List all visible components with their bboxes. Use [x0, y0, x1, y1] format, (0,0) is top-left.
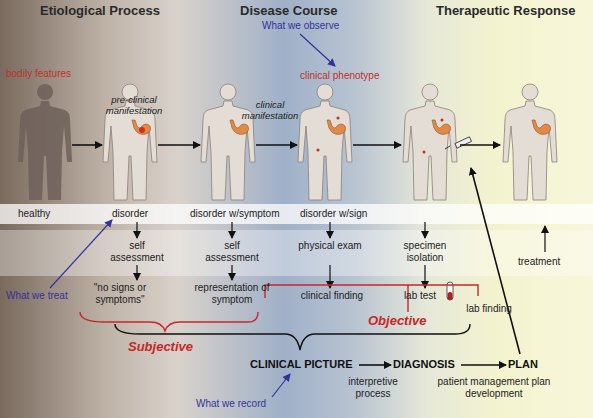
- annotation: pre-clinical manifestation: [98, 95, 170, 117]
- flow-connector: [359, 364, 391, 366]
- section-heading: Etiological Process: [40, 4, 180, 19]
- step-label: self assessment: [202, 240, 262, 263]
- result-label: "no signs or symptoms": [72, 282, 168, 305]
- section-heading: Disease Course: [240, 4, 360, 19]
- state-label: disorder: [112, 208, 167, 220]
- step-label: specimen isolation: [393, 240, 457, 263]
- step-title: DIAGNOSIS: [393, 358, 459, 370]
- state-label: disorder w/symptom: [190, 208, 295, 220]
- result-label: lab finding: [458, 303, 520, 315]
- lesion-dot: [139, 127, 145, 133]
- pointer-label: What we treat: [6, 290, 86, 302]
- process-step: CLINICAL PICTURE: [250, 358, 357, 372]
- state-label: healthy: [18, 208, 68, 220]
- assessment-band: [0, 230, 593, 276]
- step-label: physical exam: [298, 240, 362, 252]
- annotation: clinical phenotype: [300, 70, 395, 82]
- objective-bracket: [265, 285, 478, 312]
- category-label: Subjective: [128, 340, 208, 355]
- flow-connector: [461, 364, 506, 366]
- category-label: Objective: [368, 314, 448, 329]
- result-label: lab test: [398, 290, 442, 302]
- progress-arrow: [72, 144, 500, 146]
- state-label: disorder w/sign: [300, 208, 385, 220]
- figure: [18, 84, 72, 200]
- process-label: patient management plan development: [436, 376, 552, 399]
- step-title: CLINICAL PICTURE: [250, 358, 357, 370]
- pointer-arrow: [50, 34, 335, 397]
- step-title: PLAN: [508, 358, 542, 370]
- pointer-label: What we record: [196, 398, 296, 410]
- annotation: bodily features: [6, 68, 86, 80]
- stomach: [132, 120, 551, 134]
- pointer-label: What we observe: [262, 20, 352, 32]
- process-step: DIAGNOSIS: [393, 358, 459, 372]
- syringe: [445, 137, 472, 149]
- sign-dots: [317, 117, 444, 154]
- result-label: representation of symptom: [178, 282, 286, 305]
- subjective-bracket: [80, 312, 258, 331]
- process-step: PLAN: [508, 358, 542, 372]
- step-label: self assessment: [107, 240, 167, 263]
- process-label: interpretive process: [330, 376, 416, 399]
- step-label: treatment: [518, 256, 578, 268]
- flow-arrow: [137, 168, 545, 354]
- result-label: clinical finding: [292, 290, 372, 302]
- state-band: [0, 204, 593, 224]
- annotation: clinical manifestation: [238, 100, 302, 122]
- section-heading: Therapeutic Response: [436, 4, 591, 19]
- figure: [103, 84, 557, 200]
